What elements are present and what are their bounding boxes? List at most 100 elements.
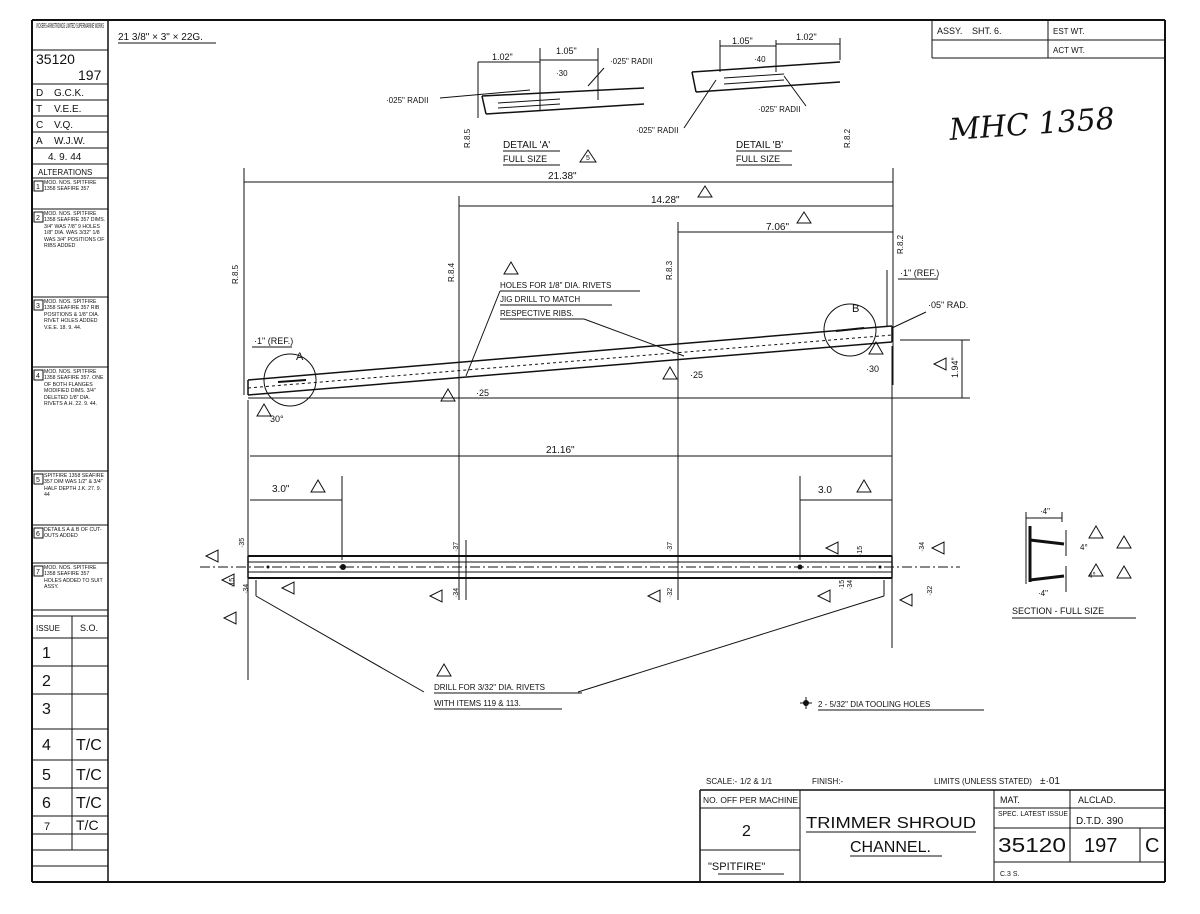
detail-a-dim-1: 1.02" [492,52,513,62]
flange-dim: ·35 [239,538,246,548]
angle-30-right: ·30 [866,364,879,374]
detail-a-radii-right: ·025" RADII [610,57,652,66]
alteration-text: MOD. NOS. SPITFIRE 1358 SEAFIRE 357 [44,180,97,193]
so-header: S.O. [80,623,98,633]
flange-dim: ·34 [847,580,854,590]
ref-right: ·1" (REF.) [900,268,939,278]
strip-sheet-no: 197 [78,67,102,83]
alteration-text: SPITFIRE 1358 SEAFIRE 357 DIM WAS 1/2" &… [44,473,104,499]
issue-signoff: T/C [76,737,102,754]
flange-dim: ·37 [667,542,674,552]
detail-b-radii-right: ·025" RADII [758,105,800,114]
no-off-label: NO. OFF PER MACHINE [703,796,798,805]
flange-dim: ·34 [243,584,250,594]
alteration-entry: 2 MOD. NOS. SPITFIRE 1358 SEAFIRE 357 DI… [32,211,108,298]
flange-dim: ·34 [919,542,926,552]
rib-label: R.8.4 [447,262,456,282]
issue-number: 1 [42,645,51,662]
detail-b-rib-label: R.8.2 [843,128,852,148]
issue-signoff: T/C [76,767,102,784]
flange-dim: ·32 [667,588,674,598]
detail-b-dim-2: 1.02" [796,32,817,42]
spec-value: D.T.D. 390 [1076,816,1124,827]
detail-a-rib-label: R.8.5 [463,128,472,148]
title-issue-letter: C [1145,835,1159,857]
part-name-line-1: TRIMMER SHROUD [806,815,976,832]
stock-size-note: 21 3/8" × 3" × 22G. [118,32,203,43]
section-view: ·4" 4° 4° ·4" SECTION - FULL SIZE [1012,507,1136,619]
detail-a-title: DETAIL 'A' [503,140,550,151]
alteration-no: 5 [36,477,40,484]
initials-code: D [36,88,43,99]
angle-25-a: ·25 [476,388,489,398]
issue-number: 3 [42,701,51,718]
alteration-entry: 7 MOD. NOS. SPITFIRE 1358 SEAFIRE 357 HO… [32,565,108,611]
detail-b-radii-left: ·025" RADII [636,126,678,135]
flange-dim: ·15 [839,580,846,590]
issue-number: 2 [42,673,51,690]
overall-length-dim: 21.38" [548,171,577,182]
alteration-no: 6 [36,531,40,538]
ref-left: ·1" (REF.) [254,336,293,346]
title-drawing-no: 35120 [998,835,1066,857]
alteration-entry: 3 MOD. NOS. SPITFIRE 1358 SEAFIRE 357 RI… [32,299,108,368]
part-name-line-2: CHANNEL. [850,839,931,856]
limits-label: LIMITS (UNLESS STATED) [934,777,1032,786]
alteration-text: MOD. NOS. SPITFIRE 1358 SEAFIRE 357 HOLE… [44,565,103,591]
rib-label: R.8.3 [665,260,674,280]
alteration-no: 7 [36,569,40,576]
angle-30-left: 30° [270,414,284,424]
issue-header: ISSUE [36,624,60,633]
lower-plan-view: 3.0" 3.0 ·35 ·15 ·34 ·37 ·34 ·37 ·32 ·15 [200,476,984,711]
rib-label: R.8.2 [896,234,905,254]
detail-a-dim-2: 1.05" [556,46,577,56]
detail-b-dim-1: 1.05" [732,36,753,46]
title-sheet-no: 197 [1084,835,1117,857]
issue-signoff: T/C [76,795,102,812]
material-value: ALCLAD. [1078,795,1116,805]
issue-number: 4 [42,737,51,754]
detail-a-revision: 5 [586,155,590,162]
height-dim: 1.94" [950,357,960,378]
est-weight-label: EST WT. [1053,27,1084,36]
finish-label: FINISH:- [812,777,843,786]
assy-sheet: SHT. 6. [972,26,1002,36]
act-weight-label: ACT WT. [1053,46,1085,55]
aircraft-name: "SPITFIRE" [708,861,765,873]
alteration-entry: 5 SPITFIRE 1358 SEAFIRE 357 DIM WAS 1/2"… [32,473,108,526]
detail-a: 1.02" 1.05" ·30 ·025" RADII ·025" RADII … [386,46,652,166]
spec-label: SPEC. LATEST ISSUE [998,811,1068,818]
issue-number: 5 [42,767,51,784]
section-title: SECTION - FULL SIZE [1012,606,1104,616]
initials-name: G.C.K. [54,88,84,99]
initials-code: C [36,120,43,131]
section-dim: ·4" [1040,507,1050,516]
alterations-header: ALTERATIONS [38,168,92,177]
detail-a-scale: FULL SIZE [503,154,547,164]
section-dim: ·4" [1038,589,1048,598]
drill-note-line-1: DRILL FOR 3/32" DIA. RIVETS [434,683,545,692]
dim-7-06: 7.06" [766,222,789,233]
flange-dim: ·15 [857,546,864,556]
alteration-entry: 1 MOD. NOS. SPITFIRE 1358 SEAFIRE 357 [32,180,108,210]
alteration-no: 1 [36,184,40,191]
initials-name: W.J.W. [54,136,85,147]
initials-name: V.Q. [54,120,73,131]
alteration-no: 4 [36,373,40,380]
strip-date: 4. 9. 44 [48,152,82,163]
rivet-note-line-1: HOLES FOR 1/8" DIA. RIVETS [500,281,611,290]
rivet-note-line-3: RESPECTIVE RIBS. [500,309,574,318]
left-title-strip: VICKERS-ARMSTRONGS LIMITED SUPERMARINE W… [32,23,108,867]
alteration-text: MOD. NOS. SPITFIRE 1358 SEAFIRE 357 DIMS… [44,211,106,250]
strip-drawing-no: 35120 [36,51,75,67]
callout-a: A [296,351,304,363]
alteration-text: DETAILS A & B OF CUT-OUTS ADDED [44,527,102,540]
rad-right: ·05" RAD. [928,300,968,310]
alteration-no: 2 [36,215,40,222]
rivet-note-line-2: JIG DRILL TO MATCH [500,295,580,304]
alteration-entry: 6 DETAILS A & B OF CUT-OUTS ADDED [32,527,108,564]
issue-number: 6 [42,795,51,812]
dim-3-0-right: 3.0 [818,485,832,496]
flange-dim: ·32 [927,586,934,596]
